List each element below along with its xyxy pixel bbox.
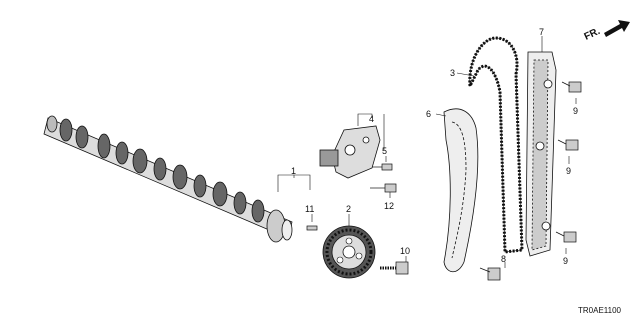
callout-9b: 9	[566, 166, 571, 176]
callout-12: 12	[384, 201, 394, 211]
callout-9a: 9	[573, 106, 578, 116]
fr-label: FR.	[583, 26, 602, 43]
callout-1: 1	[291, 166, 296, 176]
guide-icon	[525, 51, 557, 257]
camshaft-icon	[43, 115, 293, 243]
callout-7: 7	[539, 27, 544, 37]
callout-5: 5	[382, 146, 387, 156]
callout-4: 4	[369, 114, 374, 124]
callout-6: 6	[426, 109, 431, 119]
chain-icon	[468, 36, 524, 254]
leader-lines	[277, 36, 577, 268]
callouts: 1 2 3 4 5 6 7 8 9 9 9 10 11 12	[291, 27, 578, 266]
bolt-icon	[370, 81, 582, 281]
callout-3: 3	[450, 68, 455, 78]
gear-icon	[322, 225, 376, 279]
callout-2: 2	[346, 204, 351, 214]
callout-11: 11	[305, 204, 314, 214]
callout-10: 10	[400, 246, 410, 256]
pin-icon	[306, 225, 318, 231]
arrow-icon	[604, 20, 630, 37]
tensioner-icon	[319, 125, 381, 179]
diagram-code: TR0AE1100	[578, 306, 622, 315]
callout-9c: 9	[563, 256, 568, 266]
callout-8: 8	[501, 254, 506, 264]
fr-direction-indicator: FR.	[583, 20, 630, 43]
guide-icon	[443, 108, 479, 273]
